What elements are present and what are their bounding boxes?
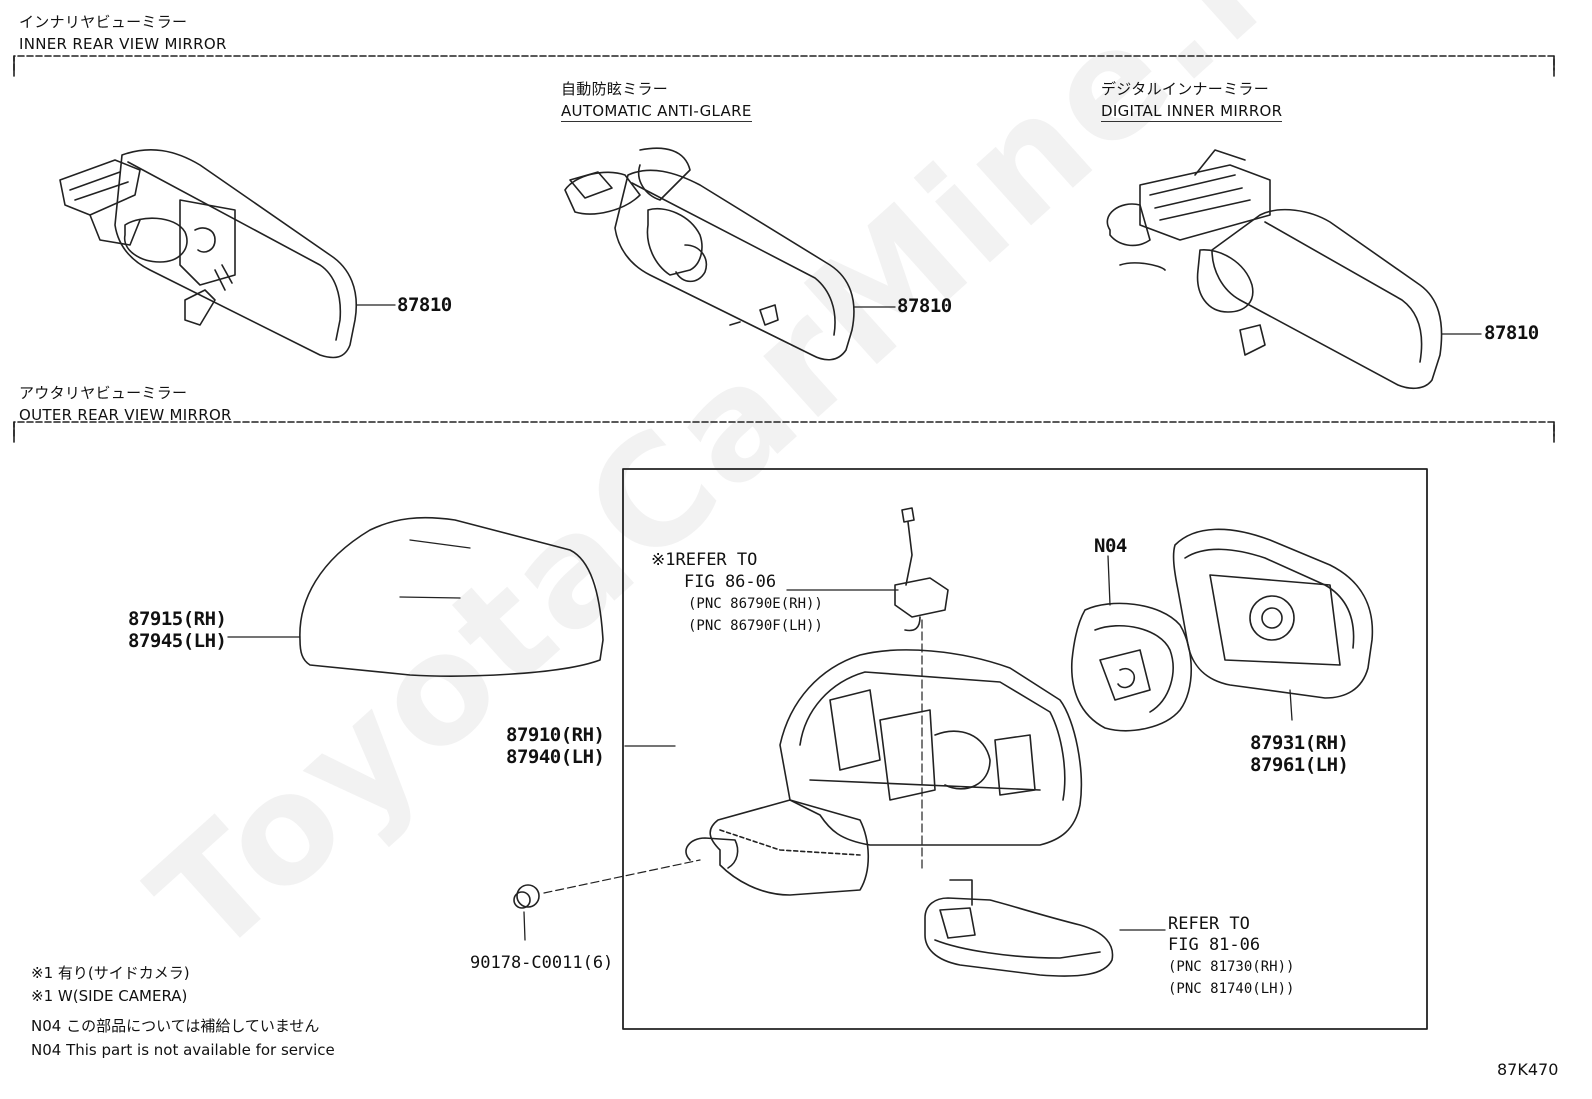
inner-section-title-en: INNER REAR VIEW MIRROR — [19, 35, 227, 53]
part-number-outer-mirror-rh[interactable]: 87910(RH) — [506, 724, 605, 746]
inner-mirror-1-art — [59, 149, 396, 359]
part-number-clip[interactable]: 90178-C0011(6) — [470, 953, 614, 973]
turn-ref-pnc-rh: (PNC 81730(RH)) — [1168, 959, 1295, 975]
part-number-glass-rh[interactable]: 87931(RH) — [1250, 732, 1349, 754]
part-number-cover-rh[interactable]: 87915(RH) — [128, 608, 227, 630]
inner-mirror-2-art — [564, 147, 896, 361]
inner-section-bracket — [13, 55, 1555, 77]
auto-antiglare-title-jp: 自動防眩ミラー — [561, 80, 669, 98]
camera-ref-text: REFER TO — [675, 550, 758, 570]
outer-section-title-jp: アウタリヤビューミラー — [19, 384, 188, 402]
auto-antiglare-title-en: AUTOMATIC ANTI-GLARE — [561, 102, 752, 122]
camera-ref-line1[interactable]: ※1REFER TO — [651, 550, 757, 571]
part-number-outer-mirror-lh[interactable]: 87940(LH) — [506, 746, 605, 768]
part-number-inner-mirror-1[interactable]: 87810 — [397, 294, 452, 316]
clip-art — [513, 884, 540, 941]
note-n04-jp: N04 この部品については補給していません — [31, 1017, 320, 1035]
outer-section-bracket — [13, 421, 1555, 443]
note-side-camera-jp: ※1 有り(サイドカメラ) — [31, 964, 190, 982]
inner-mirror-3-art — [1106, 149, 1482, 390]
camera-ref-figure[interactable]: FIG 86-06 — [684, 572, 777, 592]
note-n04-en: N04 This part is not available for servi… — [31, 1041, 335, 1059]
turn-signal-art — [924, 879, 1166, 977]
figure-code: 87K470 — [1497, 1060, 1559, 1079]
mirror-glass-art — [1172, 528, 1374, 721]
part-number-glass-lh[interactable]: 87961(LH) — [1250, 754, 1349, 776]
part-number-cover-lh[interactable]: 87945(LH) — [128, 630, 227, 652]
outer-mirror-body-art — [543, 649, 1083, 896]
mirror-cover-art — [227, 516, 604, 677]
part-number-inner-mirror-2[interactable]: 87810 — [897, 295, 952, 317]
part-number-inner-mirror-3[interactable]: 87810 — [1484, 322, 1539, 344]
note-side-camera-en: ※1 W(SIDE CAMERA) — [31, 987, 188, 1005]
camera-ref-pnc-rh: (PNC 86790E(RH)) — [688, 596, 823, 612]
turn-ref-line1[interactable]: REFER TO — [1168, 914, 1250, 934]
turn-ref-pnc-lh: (PNC 81740(LH)) — [1168, 981, 1295, 997]
camera-ref-pnc-lh: (PNC 86790F(LH)) — [688, 618, 823, 634]
actuator-n04-art — [1070, 555, 1193, 732]
outer-section-title-en: OUTER REAR VIEW MIRROR — [19, 406, 232, 424]
camera-ref-mark: ※1 — [651, 550, 676, 570]
turn-ref-figure[interactable]: FIG 81-06 — [1168, 935, 1261, 955]
digital-mirror-title-jp: デジタルインナーミラー — [1101, 80, 1270, 98]
part-code-n04[interactable]: N04 — [1094, 535, 1127, 557]
digital-mirror-title-en: DIGITAL INNER MIRROR — [1101, 102, 1283, 122]
inner-section-title-jp: インナリヤビューミラー — [19, 13, 188, 31]
assembly-box — [622, 468, 1428, 1030]
side-camera-art — [786, 507, 949, 871]
